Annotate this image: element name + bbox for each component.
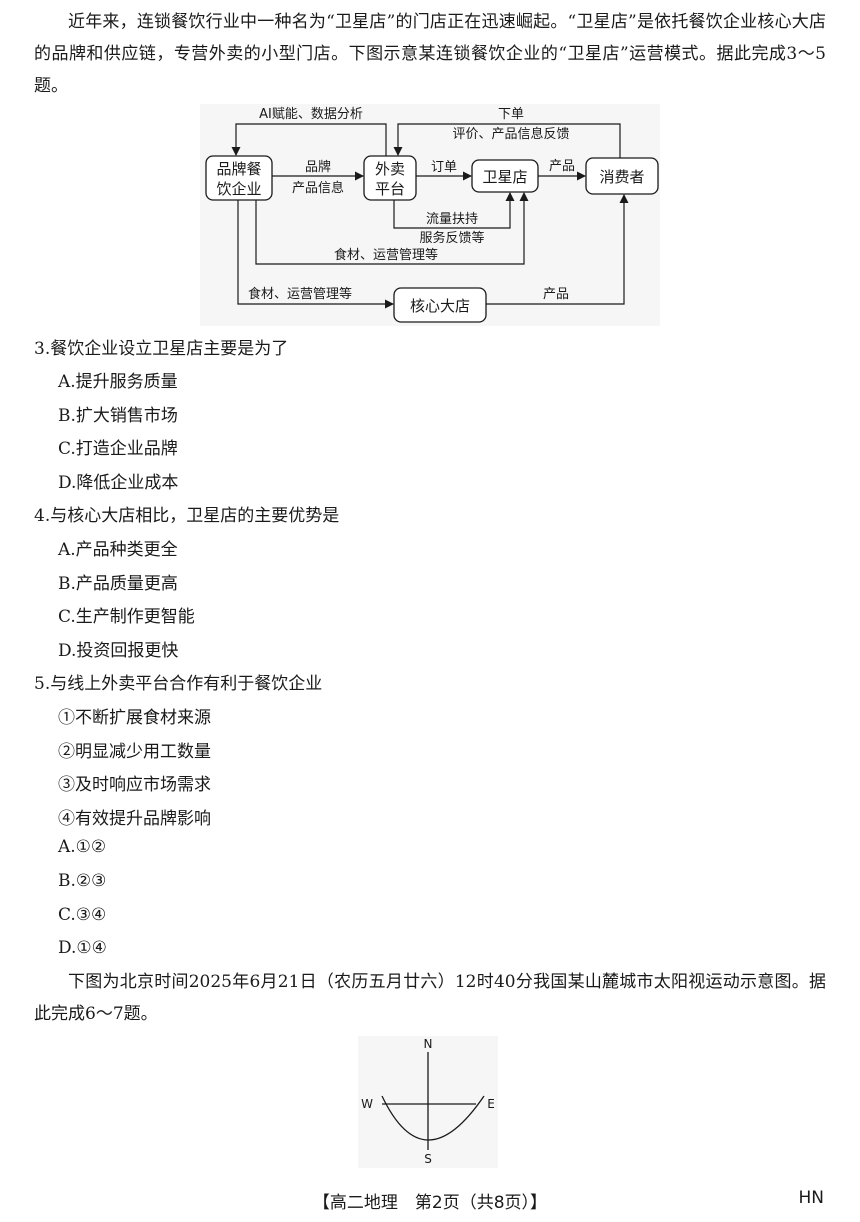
label-south: S bbox=[424, 1152, 432, 1166]
label-traffic: 流量扶持 bbox=[426, 212, 478, 227]
label-ai: AI赋能、数据分析 bbox=[259, 107, 363, 122]
node-consumer-label: 消费者 bbox=[599, 168, 644, 186]
node-platform-line2: 平台 bbox=[375, 180, 405, 198]
label-supply-2: 食材、运营管理等 bbox=[248, 286, 352, 302]
question-5-item-4: ④有效提升品牌影响 bbox=[58, 809, 211, 829]
label-east: E bbox=[487, 1097, 495, 1111]
node-core bbox=[393, 287, 487, 323]
node-platform bbox=[363, 155, 417, 201]
satellite-store-diagram: 品牌餐 饮企业 外卖 平台 卫星店 消费者 核心大店 AI赋能、数据分析 下单 … bbox=[200, 104, 660, 326]
sun-path-diagram: N S W E bbox=[358, 1036, 498, 1168]
question-4-stem: 4.与核心大店相比，卫星店的主要优势是 bbox=[34, 506, 340, 526]
intro-paragraph-1: 近年来，连锁餐饮行业中一种名为“卫星店”的门店正在迅速崛起。“卫星店”是依托餐饮… bbox=[34, 12, 826, 96]
question-5-option-b: B.②③ bbox=[58, 871, 107, 891]
label-brand-info-1: 品牌 bbox=[305, 159, 331, 175]
node-brand bbox=[205, 155, 273, 201]
label-order: 订单 bbox=[431, 160, 457, 175]
question-5-option-a: A.①② bbox=[58, 837, 107, 857]
node-platform-line1: 外卖 bbox=[375, 160, 405, 178]
label-product-2: 产品 bbox=[543, 287, 569, 302]
question-5-item-2: ②明显减少用工数量 bbox=[58, 742, 211, 762]
question-3-option-a: A.提升服务质量 bbox=[58, 372, 178, 392]
label-north: N bbox=[424, 1037, 433, 1051]
question-4-option-a: A.产品种类更全 bbox=[58, 540, 178, 560]
question-4-option-d: D.投资回报更快 bbox=[58, 641, 179, 661]
question-3-stem: 3.餐饮企业设立卫星店主要是为了 bbox=[34, 339, 289, 359]
question-4-option-c: C.生产制作更智能 bbox=[58, 607, 195, 627]
footer-title: 【高二地理 第2页（共8页）】 bbox=[312, 1193, 548, 1213]
label-product-1: 产品 bbox=[549, 159, 575, 174]
label-service: 服务反馈等 bbox=[419, 230, 484, 246]
question-5-option-c: C.③④ bbox=[58, 905, 107, 925]
footer-code: HN bbox=[798, 1188, 825, 1208]
question-5-item-3: ③及时响应市场需求 bbox=[58, 775, 211, 795]
sun-path-curve bbox=[381, 1095, 485, 1141]
question-3-option-d: D.降低企业成本 bbox=[58, 473, 179, 493]
node-brand-line2: 饮企业 bbox=[216, 180, 261, 198]
node-core-label: 核心大店 bbox=[410, 297, 470, 315]
question-3-option-c: C.打造企业品牌 bbox=[58, 439, 178, 459]
question-5-item-1: ①不断扩展食材来源 bbox=[58, 708, 211, 728]
question-4-option-b: B.产品质量更高 bbox=[58, 574, 178, 594]
label-supply-1: 食材、运营管理等 bbox=[334, 247, 438, 263]
intro-paragraph-2: 下图为北京时间2025年6月21日（农历五月廿六）12时40分我国某山麓城市太阳… bbox=[34, 972, 826, 1024]
label-feedback-top: 评价、产品信息反馈 bbox=[452, 126, 569, 142]
label-order-top: 下单 bbox=[498, 107, 524, 122]
node-brand-line1: 品牌餐 bbox=[216, 160, 261, 178]
question-5-stem: 5.与线上外卖平台合作有利于餐饮企业 bbox=[34, 674, 323, 694]
node-satellite-label: 卫星店 bbox=[482, 168, 527, 186]
label-west: W bbox=[361, 1097, 373, 1111]
question-3-option-b: B.扩大销售市场 bbox=[58, 406, 178, 426]
label-brand-info-2: 产品信息 bbox=[292, 180, 344, 196]
question-5-option-d: D.①④ bbox=[58, 938, 107, 958]
